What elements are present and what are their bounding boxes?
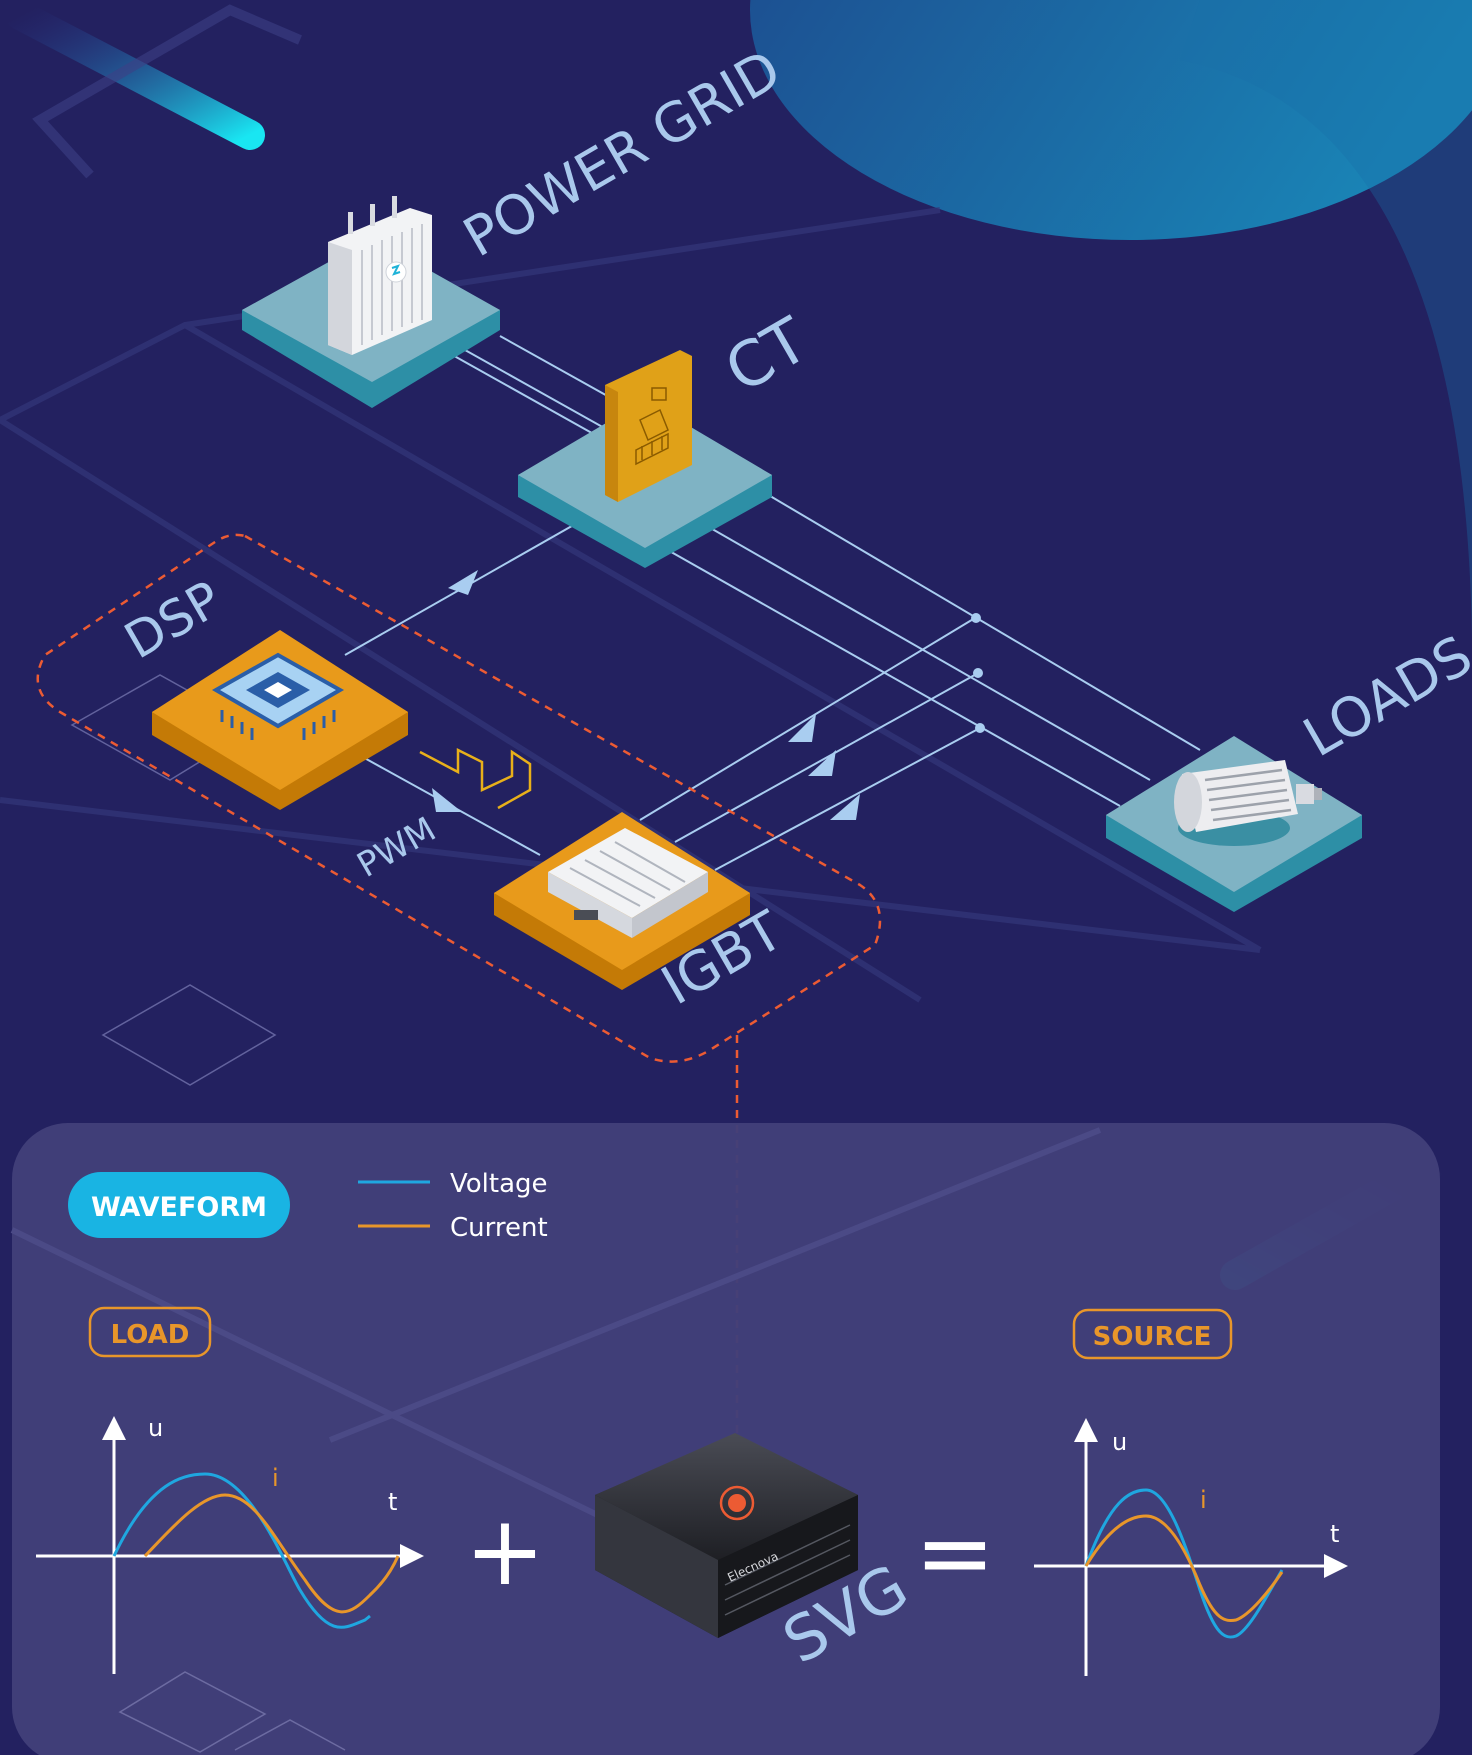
load-tag-label: LOAD (111, 1320, 190, 1350)
waveform-panel: WAVEFORM Voltage Current LOAD SOURCE u i… (10, 1123, 1440, 1755)
igbt-node (494, 812, 750, 990)
legend-voltage-label: Voltage (450, 1169, 548, 1199)
waveform-badge-label: WAVEFORM (91, 1192, 267, 1223)
connection-lines (344, 319, 1201, 871)
background-decoration (0, 0, 1472, 1290)
legend-current-label: Current (450, 1213, 548, 1243)
igbt-module-icon (548, 828, 708, 938)
label-power-grid: POWER GRID (453, 38, 791, 270)
svg-device-icon: Elecnova (595, 1433, 858, 1638)
load-current-curve (143, 1493, 400, 1614)
flow-arrows (432, 570, 860, 820)
load-waveform-plot: u i t (36, 1414, 424, 1674)
waveform-badge (68, 1172, 290, 1238)
source-waveform-plot: u i t (1034, 1418, 1348, 1676)
load-i-label: i (272, 1464, 279, 1492)
loads-node (1106, 736, 1362, 912)
plus-sign: + (465, 1495, 545, 1607)
load-u-label: u (148, 1414, 163, 1442)
load-tag (88, 1306, 212, 1358)
ct-node (518, 350, 772, 568)
label-ct: CT (713, 303, 821, 407)
motor-icon (1174, 760, 1322, 846)
transformer-icon (328, 196, 432, 355)
source-u-label: u (1112, 1428, 1127, 1456)
power-grid-node (242, 196, 500, 408)
source-tag-label: SOURCE (1093, 1322, 1212, 1352)
pwm-signal-icon (419, 747, 532, 810)
legend: Voltage Current (358, 1169, 548, 1243)
junction-dots (971, 613, 985, 733)
current-transformer-icon (605, 350, 692, 502)
chip-icon (211, 652, 345, 740)
source-current-curve (1084, 1514, 1284, 1623)
label-pwm: PWM (351, 809, 443, 885)
source-i-label: i (1200, 1486, 1207, 1514)
load-t-label: t (388, 1488, 397, 1516)
label-loads: LOADS (1293, 623, 1472, 769)
dsp-node (152, 630, 408, 810)
label-dsp: DSP (115, 570, 231, 670)
source-t-label: t (1330, 1520, 1339, 1548)
source-tag (1072, 1308, 1233, 1360)
equals-sign: = (915, 1497, 995, 1609)
